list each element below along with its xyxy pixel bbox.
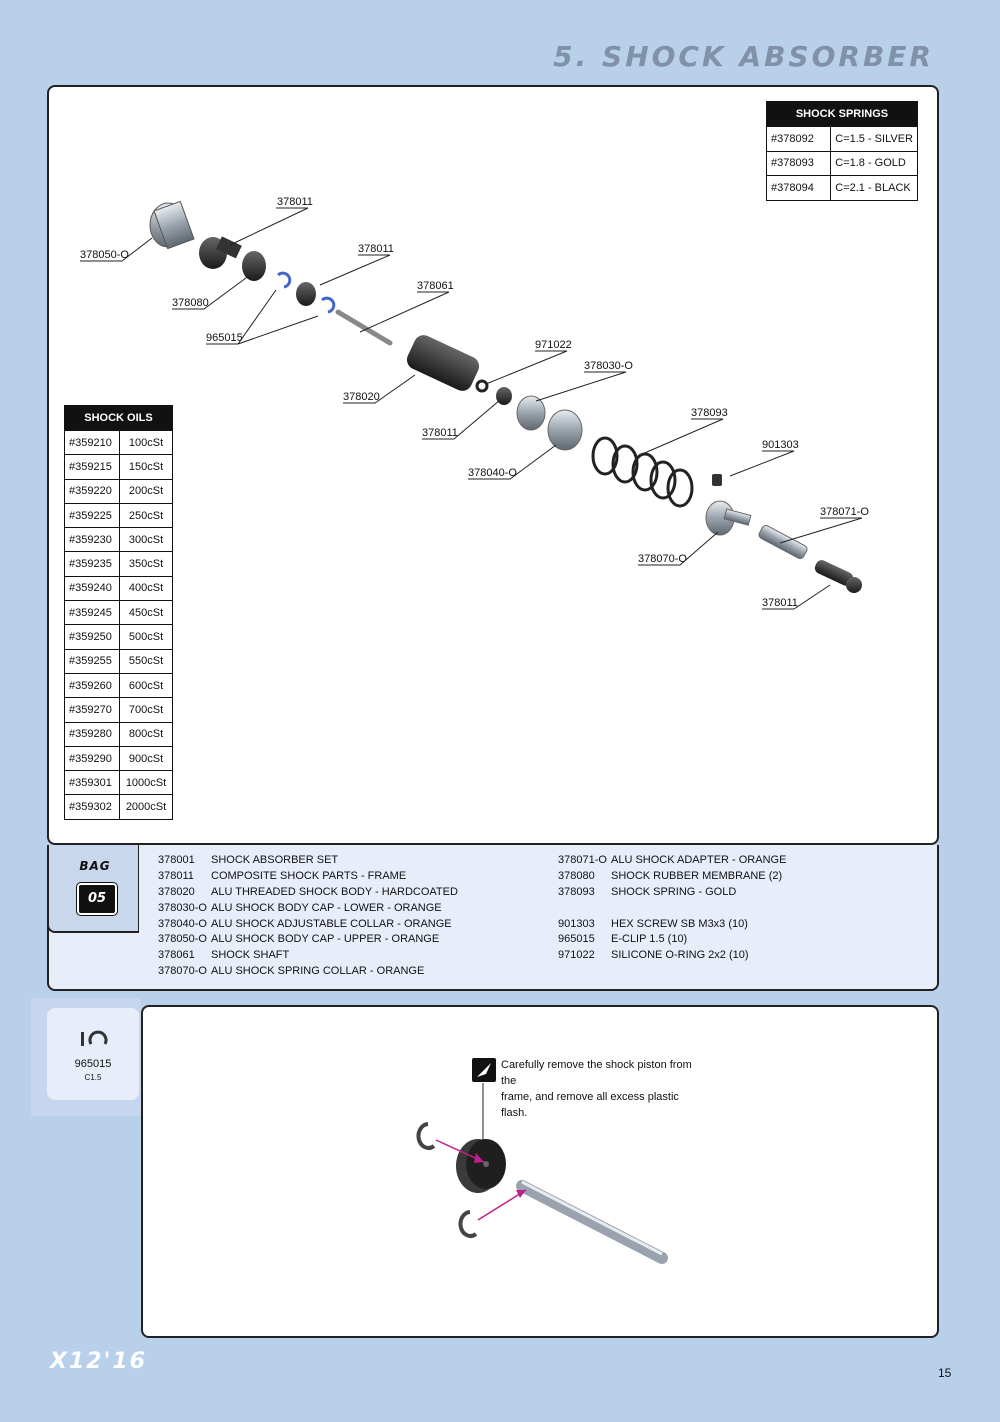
spring-part: [591, 436, 694, 508]
e-clip-icon: [81, 1030, 108, 1046]
label-378071: 378071-O: [820, 506, 869, 518]
lower-seal-part: [496, 387, 512, 405]
o-ring-part: [475, 379, 489, 393]
note-line-2: frame, and remove all excess plastic fla…: [501, 1091, 679, 1119]
side-part-inner: [47, 1008, 139, 1100]
page-number: 15: [938, 1366, 952, 1380]
bag-label: BAG: [79, 859, 111, 873]
label-378011-top: 378011: [277, 196, 313, 208]
label-378070: 378070-O: [638, 553, 687, 565]
shock-shaft-part: [335, 309, 393, 346]
lower-ball-cup-part: [814, 560, 862, 593]
label-378040: 378040-O: [468, 467, 517, 479]
parts-list-strip: [47, 845, 939, 991]
ball-cup-part: [199, 236, 242, 269]
brand-logo: X12'16: [50, 1349, 147, 1374]
note-line-1: Carefully remove the shock piston from t…: [501, 1059, 692, 1087]
side-part-sub: C1.5: [84, 1073, 102, 1082]
label-378050: 378050-O: [80, 249, 129, 261]
exploded-diagram: 378011 378050-O 378011 378080 378061 965…: [80, 196, 869, 610]
side-part-code: 965015: [74, 1058, 112, 1070]
label-378020: 378020: [343, 391, 380, 403]
bag-number: 05: [76, 882, 118, 916]
piston-part: [296, 282, 316, 306]
adjustable-collar-part: [547, 409, 583, 451]
label-378011-piston: 378011: [358, 243, 394, 255]
knife-icon: [472, 1058, 496, 1082]
lower-cap-part: [516, 395, 546, 431]
list-spacer: [558, 901, 786, 917]
upper-cap-part: [149, 200, 195, 250]
label-378080: 378080: [172, 297, 209, 309]
rubber-membrane-part: [242, 251, 266, 281]
step-panel: [141, 1005, 939, 1338]
exploded-view-panel: [47, 85, 939, 845]
spring-collar-part: [705, 500, 752, 536]
label-378061: 378061: [417, 280, 454, 292]
label-378011-bottom: 378011: [762, 597, 798, 609]
label-901303: 901303: [762, 439, 799, 451]
step-note: Carefully remove the shock piston from t…: [501, 1057, 701, 1121]
label-971022: 971022: [535, 339, 572, 351]
e-clip-part: [276, 271, 292, 289]
label-378011-seal: 378011: [422, 427, 458, 439]
shock-springs-header: SHOCK SPRINGS: [766, 101, 918, 127]
label-965015: 965015: [206, 332, 243, 344]
bag-badge: BAG 05: [47, 845, 139, 933]
shock-body-part: [406, 335, 480, 391]
page-title: 5. SHOCK ABSORBER: [553, 40, 934, 73]
label-378030: 378030-O: [584, 360, 633, 372]
shock-oils-header: SHOCK OILS: [64, 405, 173, 431]
hex-screw-part: [712, 474, 722, 486]
label-378093: 378093: [691, 407, 728, 419]
e-clip-part-2: [320, 296, 336, 314]
